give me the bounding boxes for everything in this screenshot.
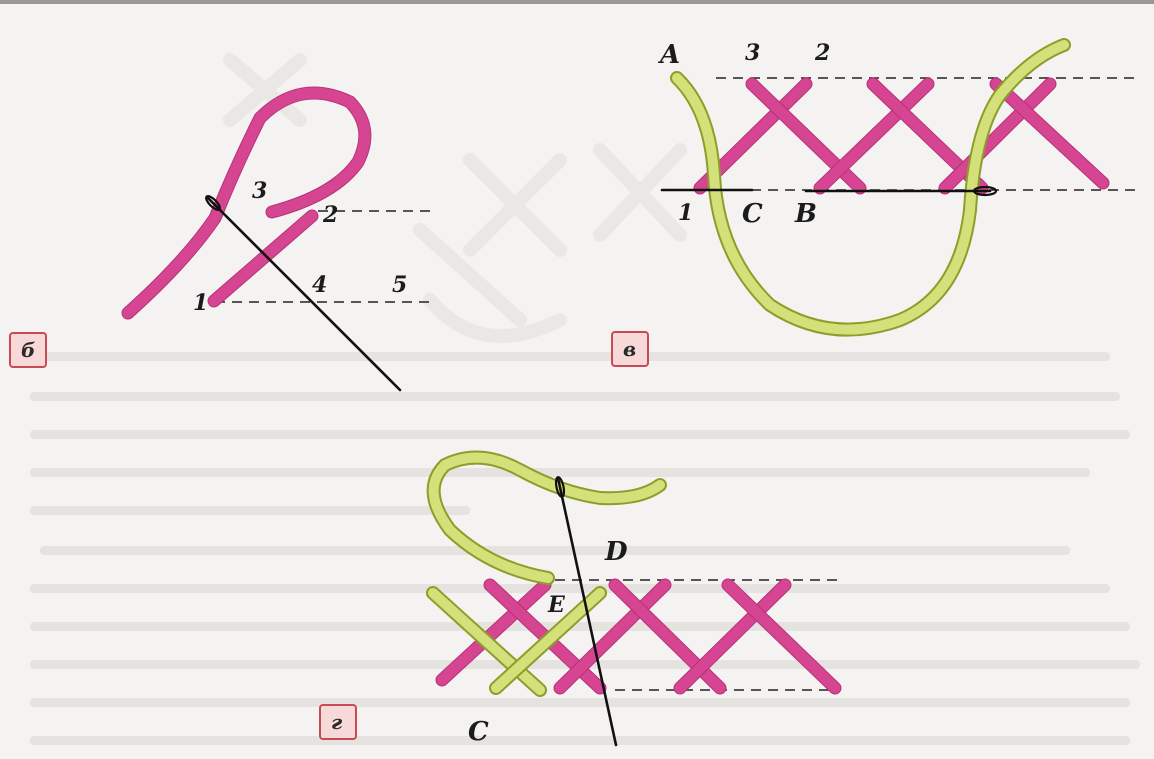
panel-b-label-2: 2: [322, 202, 338, 228]
panel-b: 3 2 1 4 5 б: [9, 86, 430, 392]
panel-b-label-1: 1: [193, 290, 208, 316]
panel-v-label-2: 2: [814, 40, 830, 66]
panel-b-label-5: 5: [392, 272, 407, 298]
panel-g-green-thread: [426, 450, 667, 697]
panel-g-needle: [554, 476, 618, 747]
panel-v-label-c: C: [742, 199, 763, 229]
panel-g: D E C г: [319, 450, 842, 747]
panel-v-pink-crosses: [693, 77, 1110, 195]
panel-g-label-c: C: [468, 717, 489, 747]
panel-b-label-3: 3: [252, 178, 267, 204]
panel-v-tag-box: [611, 331, 649, 367]
panel-b-label-4: 4: [312, 272, 327, 298]
panel-g-label-d: D: [604, 537, 628, 567]
panel-b-tag: б: [21, 338, 35, 362]
panel-b-tag-box: [9, 332, 47, 368]
panel-v: A 3 2 1 C B в: [611, 38, 1140, 367]
panel-g-tag-box: [319, 704, 357, 740]
panel-v-label-1: 1: [678, 200, 693, 226]
panel-v-label-a: A: [657, 40, 680, 70]
panel-g-pink-crosses: [435, 578, 842, 695]
panel-v-green-thread: [670, 38, 1071, 337]
background-ghost-artwork: [223, 53, 687, 343]
panel-v-label-3: 3: [745, 40, 760, 66]
background-text-ghost: [30, 352, 1140, 745]
panel-g-label-e: E: [547, 592, 566, 618]
top-edge-strip: [0, 0, 1154, 4]
panel-v-needle: [660, 185, 998, 197]
panel-b-needle: [205, 195, 402, 392]
panel-v-label-b: B: [794, 199, 817, 229]
panel-v-tag: в: [623, 337, 636, 361]
panel-g-tag: г: [331, 710, 343, 734]
